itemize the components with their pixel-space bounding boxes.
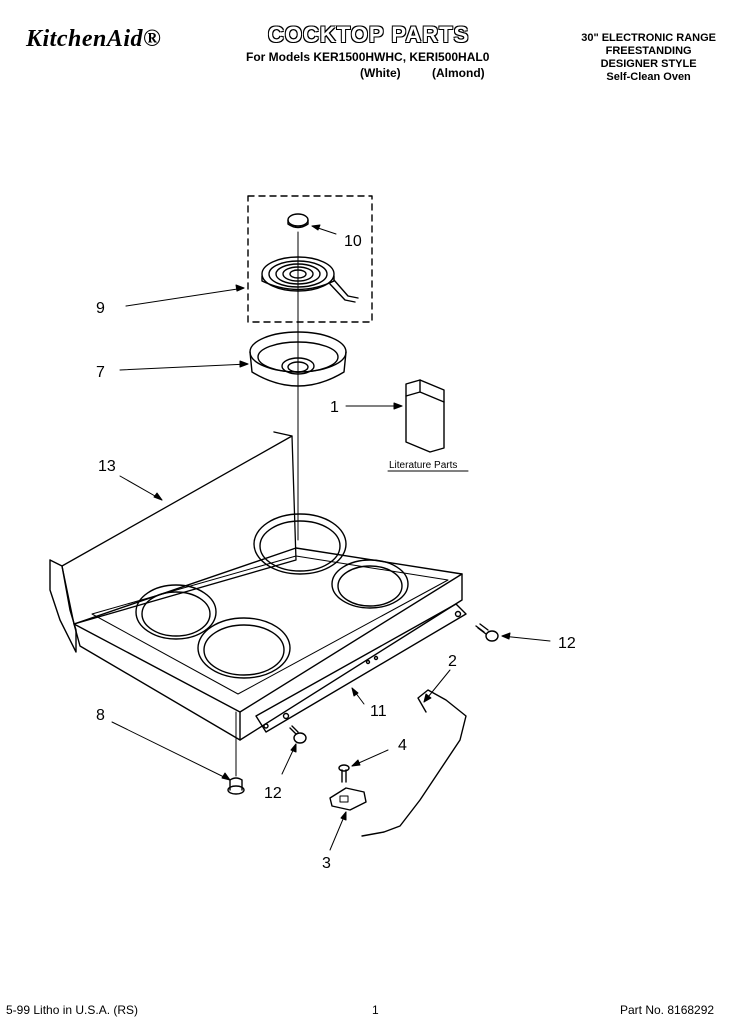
callout-10: 10: [344, 233, 362, 250]
callout-4: 4: [398, 737, 407, 754]
callout-7: 7: [96, 364, 105, 381]
callout-2: 2: [448, 653, 457, 670]
part-8-foot: [227, 711, 245, 795]
part-7-drip-bowl: [249, 331, 347, 387]
footer-litho: 5-99 Litho in U.S.A. (RS): [6, 1003, 139, 1017]
callout-13: 13: [98, 458, 116, 475]
callout-12-right: 12: [558, 635, 576, 652]
page-title: COCKTOP PARTS: [268, 22, 470, 47]
part-2-wire-harness: [361, 689, 467, 837]
literature-parts-label: Literature Parts: [389, 460, 457, 471]
range-description: 30" ELECTRONIC RANGE FREESTANDING DESIGN…: [581, 32, 716, 84]
footer-part-number: Part No. 8168292: [620, 1003, 715, 1017]
part-12-screw-right: [475, 623, 499, 642]
part-10-center-cap: [287, 213, 309, 229]
callout-11: 11: [370, 703, 387, 720]
leader-lines: [111, 224, 551, 851]
part-11-bracket: [255, 603, 467, 733]
model-variants: (White) (Almond): [360, 66, 485, 80]
part-9-surface-element: [261, 256, 359, 303]
range-line: DESIGNER STYLE: [600, 58, 697, 70]
range-line: Self-Clean Oven: [606, 71, 691, 83]
callout-9: 9: [96, 300, 105, 317]
range-line: 30" ELECTRONIC RANGE: [581, 32, 716, 44]
part-3-terminal-block: [329, 787, 367, 811]
part-13-cooktop: [49, 431, 463, 741]
part-12-screw-left: [289, 725, 307, 744]
footer-page-number: 1: [372, 1003, 379, 1017]
part-1-literature: [387, 379, 469, 472]
brand-logo: KitchenAid®: [26, 26, 162, 52]
part-4-screw: [338, 764, 350, 783]
callout-3: 3: [322, 855, 331, 872]
model-numbers: For Models KER1500HWHC, KERI500HAL0: [246, 50, 490, 64]
surface-unit-group-box: [247, 195, 373, 323]
range-line: FREESTANDING: [605, 45, 692, 57]
callout-1: 1: [330, 399, 339, 416]
callout-8: 8: [96, 707, 105, 724]
callout-12-left: 12: [264, 785, 282, 802]
